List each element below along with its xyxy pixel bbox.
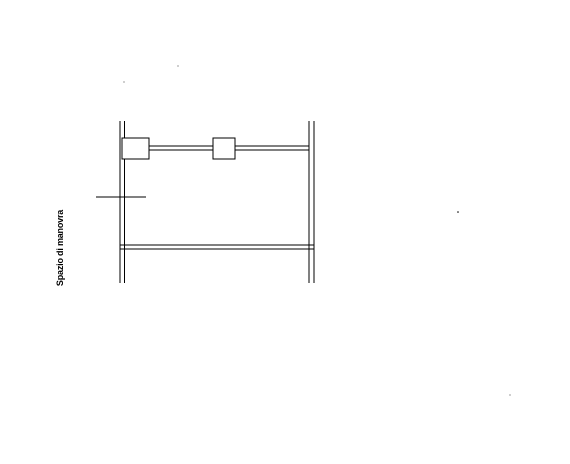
speck-2 [123,81,125,83]
middle-box [212,137,236,160]
speck-3 [457,211,459,213]
speck-4 [509,394,511,396]
side-label: Spazio di manovra [55,209,65,287]
left-box [121,137,150,160]
speck-1 [177,65,179,67]
